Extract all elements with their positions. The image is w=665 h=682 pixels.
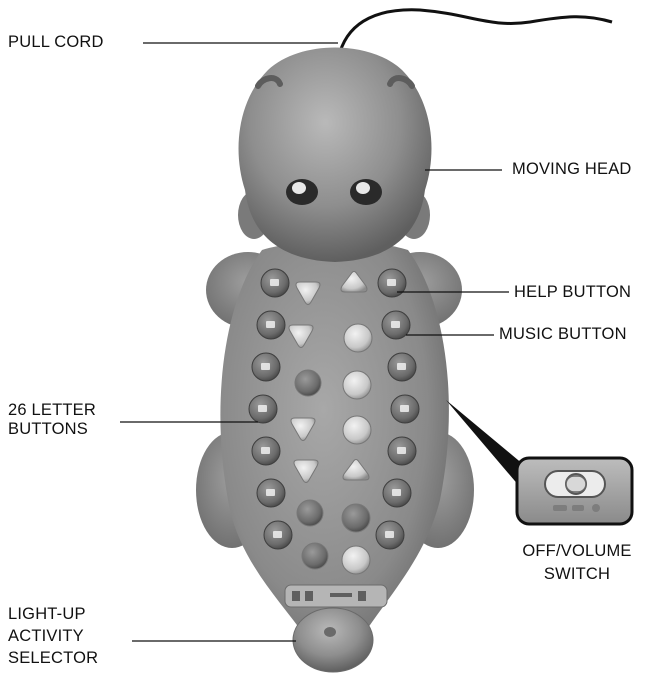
off-volume-switch (517, 458, 632, 524)
label-letter-buttons-line2: BUTTONS (8, 420, 96, 439)
label-light-up-selector: LIGHT-UP ACTIVITY SELECTOR (8, 605, 98, 668)
pull-cord (340, 10, 612, 52)
light-up-selector (293, 608, 373, 672)
label-letter-buttons: 26 LETTER BUTTONS (8, 401, 96, 439)
label-music-button: MUSIC BUTTON (499, 325, 627, 344)
label-letter-buttons-line1: 26 LETTER (8, 401, 96, 420)
label-moving-head: MOVING HEAD (512, 160, 632, 179)
label-switch-line1: OFF/VOLUME (505, 542, 649, 561)
label-pull-cord: PULL CORD (8, 33, 104, 52)
label-switch-line2: SWITCH (505, 565, 649, 584)
label-off-volume-switch: OFF/VOLUME SWITCH (505, 542, 649, 584)
label-selector-line2: ACTIVITY (8, 627, 98, 646)
label-selector-line1: LIGHT-UP (8, 605, 98, 624)
label-selector-line3: SELECTOR (8, 649, 98, 668)
label-help-button: HELP BUTTON (514, 283, 631, 302)
moving-head (238, 48, 431, 263)
